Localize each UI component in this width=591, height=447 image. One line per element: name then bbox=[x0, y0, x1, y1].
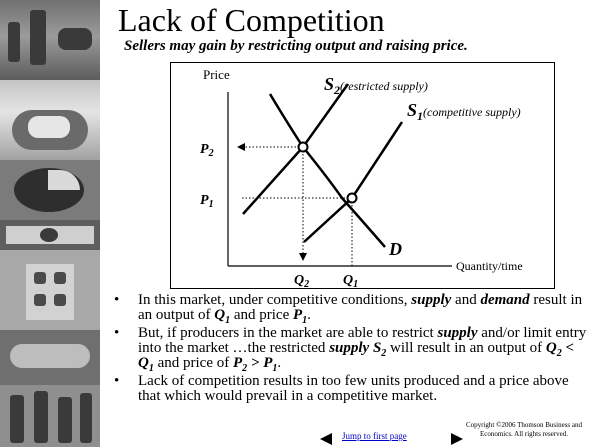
bullet-conclusion: Lack of competition results in too few u… bbox=[114, 374, 588, 404]
slide-subtitle: Sellers may gain by restricting output a… bbox=[124, 38, 468, 54]
collage-panel-pie-chart bbox=[0, 160, 100, 220]
jump-to-first-page-link[interactable]: Jump to first page bbox=[342, 431, 407, 441]
supply-demand-svg: Price Quantity/time S2(restricted supply… bbox=[170, 62, 555, 289]
arrow-right-icon[interactable] bbox=[451, 433, 463, 445]
s2-note: (restricted supply) bbox=[340, 79, 428, 93]
collage-panel-handshake bbox=[0, 330, 100, 385]
p2-subscript: 2 bbox=[208, 148, 214, 159]
p2-label: P2 bbox=[200, 142, 214, 159]
collage-panel-people bbox=[0, 80, 100, 160]
collage-panel-buildings bbox=[0, 250, 100, 330]
demand-curve bbox=[268, 93, 386, 248]
demand-label: D bbox=[388, 239, 402, 259]
q2-label: Q2 bbox=[294, 273, 309, 289]
copyright-notice: Copyright ©2006 Thomson Business and Eco… bbox=[465, 421, 583, 438]
s1-note: (competitive supply) bbox=[423, 105, 521, 119]
s1-symbol: S bbox=[407, 100, 417, 120]
bullet-list: In this market, under competitive condit… bbox=[114, 293, 588, 407]
collage-panel-agriculture bbox=[0, 0, 100, 80]
q2-subscript: 2 bbox=[303, 279, 309, 289]
p1-label: P1 bbox=[200, 193, 214, 210]
restricted-equilibrium-point bbox=[297, 141, 309, 153]
s2-symbol: S bbox=[324, 74, 334, 94]
bullet-competitive-outcome: In this market, under competitive condit… bbox=[114, 293, 588, 326]
diagram-frame bbox=[170, 62, 555, 289]
supply-demand-diagram: Price Quantity/time S2(restricted supply… bbox=[170, 62, 555, 289]
q1-symbol: Q bbox=[343, 273, 353, 288]
decorative-photo-collage bbox=[0, 0, 100, 447]
x-axis-label: Quantity/time bbox=[456, 259, 523, 273]
s2-subscript: 2 bbox=[333, 83, 340, 97]
s2-label: S2(restricted supply) bbox=[324, 74, 428, 97]
p1-symbol: P bbox=[200, 193, 209, 208]
bullet-restricted-outcome: But, if producers in the market are able… bbox=[114, 326, 588, 374]
slide-title: Lack of Competition bbox=[118, 2, 385, 38]
collage-panel-workers bbox=[0, 385, 100, 447]
p2-symbol: P bbox=[200, 142, 209, 157]
competitive-equilibrium-point bbox=[346, 192, 358, 204]
p1-subscript: 1 bbox=[209, 199, 214, 210]
arrow-left-icon[interactable] bbox=[320, 433, 332, 445]
q1-subscript: 1 bbox=[353, 279, 358, 289]
q1-label: Q1 bbox=[343, 273, 358, 289]
s1-label: S1(competitive supply) bbox=[407, 100, 521, 123]
collage-panel-currency bbox=[0, 220, 100, 250]
s1-subscript: 1 bbox=[417, 109, 423, 123]
y-axis-label: Price bbox=[203, 67, 230, 82]
q2-symbol: Q bbox=[294, 273, 304, 288]
